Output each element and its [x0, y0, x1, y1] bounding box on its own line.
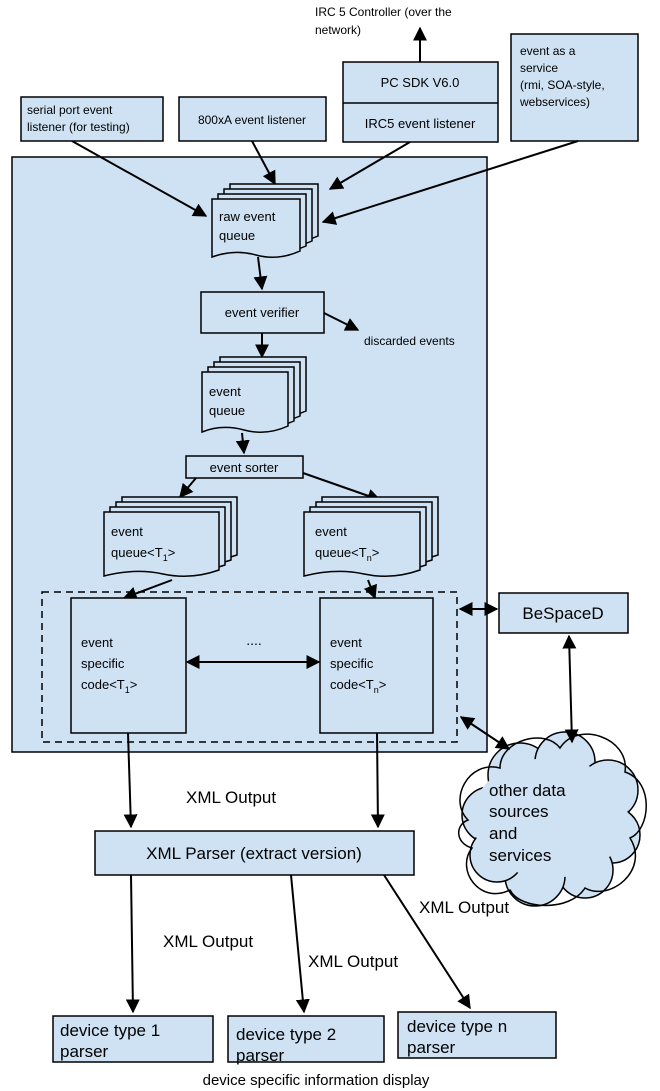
discarded-events-label: discarded events	[364, 334, 455, 348]
event-queue-tn-label: event queue<Tn>	[315, 524, 379, 563]
device-type-n-label: device type n parser	[407, 1017, 512, 1057]
code-t1-label: event specific code<T1>	[81, 635, 137, 695]
xml-output-label-left: XML Output	[163, 932, 253, 951]
event-sorter-label: event sorter	[210, 460, 279, 475]
irc5-controller-label: IRC 5 Controller (over the network)	[315, 5, 455, 37]
event-queue-t1	[103, 496, 238, 577]
xml-output-label-center: XML Output	[308, 952, 398, 971]
device-type-1-label: device type 1 parser	[60, 1021, 165, 1061]
code-tn-box	[319, 597, 434, 734]
device-type-2-label: device type 2 parser	[236, 1025, 341, 1065]
irc5-listener-label: IRC5 event listener	[365, 116, 476, 131]
code-tn-label: event specific code<Tn>	[330, 635, 386, 695]
event-queue	[201, 356, 307, 434]
xml-output-label-right: XML Output	[419, 898, 509, 917]
event-verifier-box	[200, 291, 325, 334]
other-data-sources-label: other data sources and services	[489, 781, 570, 865]
raw-event-queue-label: raw event queue	[219, 209, 279, 243]
bespaced-box	[498, 592, 629, 634]
event-code-group	[41, 591, 458, 743]
xml-output-label-main: XML Output	[186, 788, 276, 807]
event-sorter-box	[185, 455, 304, 479]
other-data-sources-cloud	[458, 731, 647, 907]
footer-caption: device specific information display	[203, 1072, 430, 1089]
event-queue-tn	[303, 496, 439, 577]
device-type-1-box	[52, 1015, 214, 1063]
event-queue-t1-label: event queue<T1>	[111, 524, 175, 563]
raw-event-queue	[211, 183, 319, 259]
event-service-label: event as a service (rmi, SOA-style, webs…	[519, 44, 608, 109]
event-queue-label: event queue	[209, 384, 245, 418]
event-verifier-label: event verifier	[225, 305, 300, 320]
pc-sdk-label: PC SDK V6.0	[381, 75, 460, 90]
device-type-n-box	[397, 1011, 557, 1059]
serial-listener-box	[20, 96, 164, 142]
ellipsis-label: ....	[246, 632, 262, 648]
pc-sdk-box	[342, 61, 499, 143]
serial-listener-label: serial port event listener (for testing)	[27, 103, 130, 134]
xa-listener-label: 800xA event listener	[198, 113, 306, 127]
bespaced-label: BeSpaceD	[522, 604, 603, 623]
event-service-box	[510, 33, 639, 142]
xml-parser-box	[94, 830, 415, 876]
xml-parser-label: XML Parser (extract version)	[146, 844, 362, 863]
device-type-2-box	[227, 1015, 385, 1063]
